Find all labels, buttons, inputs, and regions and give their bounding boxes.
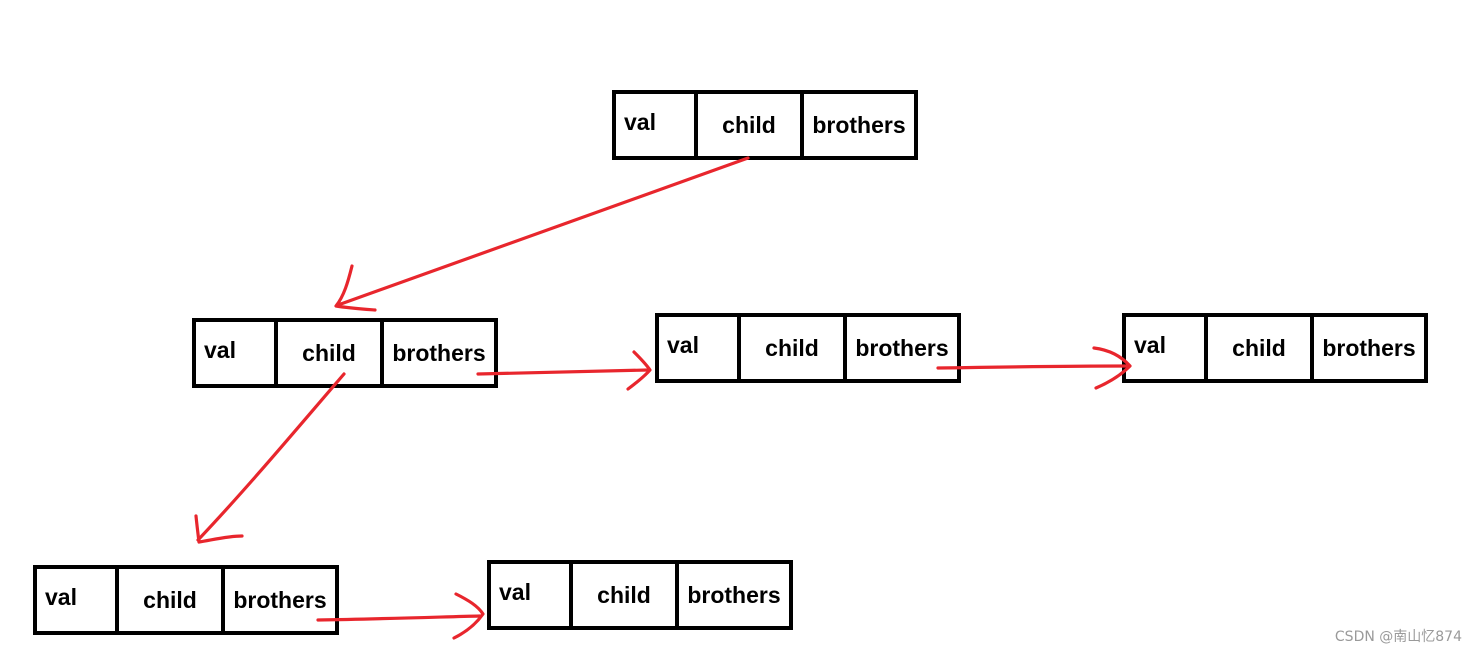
arrow-first-child-to-brother-1 — [476, 368, 650, 376]
brothers-field: brothers — [855, 334, 949, 361]
node-first-child-brother-2: val child brothers — [1122, 313, 1428, 383]
node-root: val child brothers — [612, 90, 918, 160]
val-field: val — [616, 94, 698, 156]
val-field: val — [659, 317, 741, 379]
arrowhead-first-child-to-grandchild — [194, 514, 244, 544]
node-first-child-brother-1: val child brothers — [655, 313, 961, 383]
node-grandchild-brother: val child brothers — [487, 560, 793, 630]
node-first-child: val child brothers — [192, 318, 498, 388]
brothers-field: brothers — [687, 581, 781, 608]
brothers-field: brothers — [1322, 334, 1416, 361]
val-field: val — [196, 322, 278, 384]
brothers-field: brothers — [233, 586, 327, 613]
arrow-brother-1-to-brother-2 — [936, 364, 1130, 370]
child-field: child — [119, 569, 225, 631]
watermark-text: CSDN @南山忆874 — [1334, 629, 1462, 645]
brothers-field: brothers — [392, 339, 486, 366]
child-field: child — [741, 317, 847, 379]
arrowhead-first-child-to-brother-1 — [626, 350, 652, 391]
arrowhead-root-to-first-child — [334, 264, 377, 312]
node-grandchild: val child brothers — [33, 565, 339, 635]
brothers-field: brothers — [812, 111, 906, 138]
child-field: child — [1208, 317, 1314, 379]
val-field: val — [491, 564, 573, 626]
arrow-first-child-to-grandchild — [196, 372, 346, 542]
child-field: child — [278, 322, 384, 384]
child-field: child — [698, 94, 804, 156]
arrow-grandchild-to-brother — [316, 614, 482, 622]
val-field: val — [1126, 317, 1208, 379]
child-field: child — [573, 564, 679, 626]
arrow-root-to-first-child — [336, 156, 750, 307]
val-field: val — [37, 569, 119, 631]
arrowhead-grandchild-to-brother — [452, 592, 485, 640]
